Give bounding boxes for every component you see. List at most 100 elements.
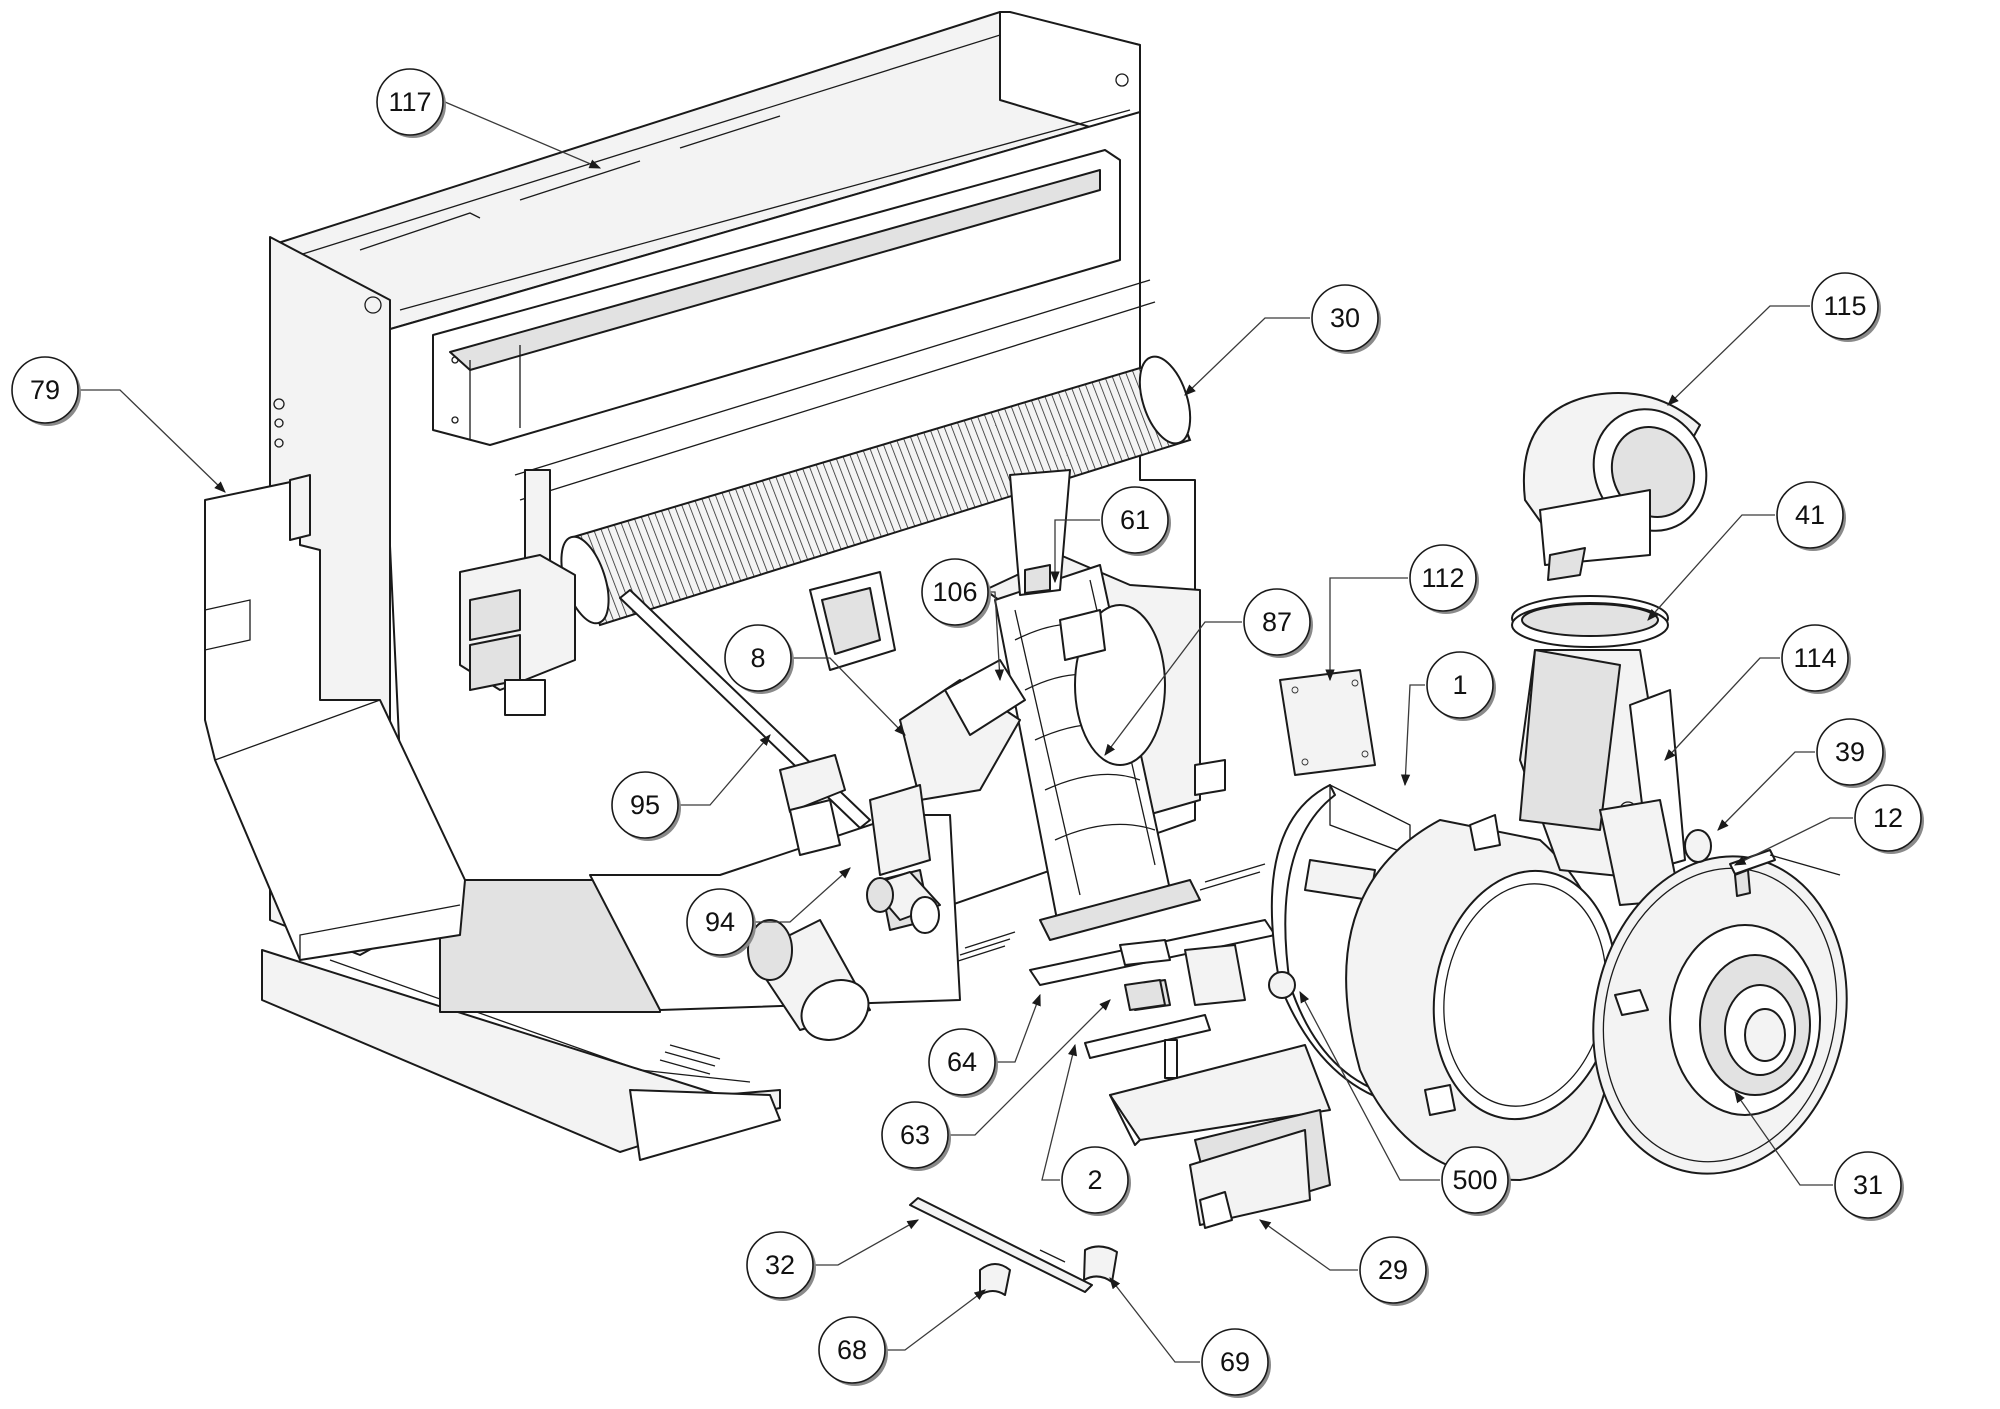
- leader-line: [1259, 1219, 1358, 1271]
- clamp-ring: [1511, 595, 1669, 648]
- callout-79: 79: [11, 356, 226, 493]
- callout-label: 114: [1793, 643, 1836, 673]
- callout-label: 1: [1452, 670, 1467, 700]
- callout-bubble: [376, 68, 444, 136]
- callout-41: 41: [1647, 481, 1846, 621]
- callout-69: 69: [1109, 1277, 1271, 1398]
- leader-line: [950, 999, 1111, 1136]
- callout-bubble: [921, 558, 989, 626]
- small-cylinder: [866, 871, 941, 934]
- callout-label: 500: [1452, 1165, 1497, 1195]
- callout-112: 112: [1325, 544, 1479, 682]
- callout-label: 61: [1120, 505, 1150, 535]
- callout-bubble: [881, 1101, 949, 1169]
- callout-bubble: [818, 1316, 886, 1384]
- callout-bubble: [1441, 1146, 1509, 1214]
- callout-64: 64: [928, 993, 1041, 1098]
- callout-61: 61: [1050, 486, 1171, 584]
- callout-bubble: [11, 356, 79, 424]
- callout-label: 41: [1795, 500, 1825, 530]
- leader-line: [1325, 577, 1408, 682]
- callout-bubble: [1061, 1146, 1129, 1214]
- callout-label: 69: [1220, 1347, 1250, 1377]
- leader-line: [815, 1219, 920, 1266]
- ball: [1268, 971, 1296, 999]
- callout-label: 12: [1873, 803, 1903, 833]
- leader-line: [1050, 519, 1100, 584]
- callout-label: 31: [1853, 1170, 1883, 1200]
- sensor-bracket: [1194, 759, 1226, 796]
- callout-bubble: [1811, 272, 1879, 340]
- inspection-window: [809, 571, 896, 671]
- half-shell-69: [1083, 1245, 1118, 1283]
- callout-label: 64: [947, 1047, 977, 1077]
- callout-label: 63: [900, 1120, 930, 1150]
- key-block: [1124, 979, 1166, 1011]
- callout-label: 30: [1330, 303, 1360, 333]
- callout-2: 2: [1041, 1043, 1131, 1216]
- callout-bubble: [1816, 718, 1884, 786]
- callout-bubble: [1426, 651, 1494, 719]
- callout-87: 87: [1104, 588, 1313, 756]
- leader-line: [444, 101, 602, 169]
- callout-bubble: [1359, 1236, 1427, 1304]
- callout-63: 63: [881, 999, 1111, 1171]
- probe: [1729, 849, 1841, 897]
- leader-line: [1184, 317, 1310, 396]
- callout-bubble: [724, 624, 792, 692]
- callout-68: 68: [818, 1289, 986, 1386]
- leader-line: [80, 389, 226, 493]
- callout-label: 112: [1421, 563, 1464, 593]
- finned-tube: [514, 279, 1192, 627]
- burner-head: [1592, 855, 1848, 1175]
- side-cover: [204, 474, 466, 961]
- callout-label: 8: [750, 643, 765, 673]
- flue-elbow: [1522, 392, 1708, 581]
- callout-bubble: [1776, 481, 1844, 549]
- leader-line: [1717, 751, 1815, 831]
- sight-glass: [1684, 829, 1712, 863]
- callout-1: 1: [1400, 651, 1496, 787]
- callout-label: 95: [630, 790, 660, 820]
- callout-bubble: [1101, 486, 1169, 554]
- callout-31: 31: [1734, 1091, 1904, 1221]
- leader-line: [1041, 1043, 1078, 1181]
- callout-label: 94: [705, 907, 735, 937]
- callout-106: 106: [921, 558, 1005, 682]
- callout-114: 114: [1664, 624, 1851, 761]
- callout-bubble: [1311, 284, 1379, 352]
- callout-bubble: [611, 771, 679, 839]
- leader-line: [1647, 514, 1775, 621]
- callout-115: 115: [1667, 272, 1881, 406]
- callout-39: 39: [1717, 718, 1886, 831]
- leader-line: [793, 657, 906, 736]
- leader-line: [1664, 657, 1780, 761]
- callout-bubble: [746, 1231, 814, 1299]
- callout-label: 79: [30, 375, 60, 405]
- leader-line: [887, 1289, 986, 1351]
- callout-label: 68: [837, 1335, 867, 1365]
- auger-chute: [984, 554, 1201, 941]
- leader-line: [1734, 1091, 1833, 1186]
- leader-line: [1733, 817, 1853, 866]
- leader-line: [1299, 990, 1440, 1181]
- callout-12: 12: [1733, 784, 1924, 866]
- callout-bubble: [1409, 544, 1477, 612]
- callout-label: 32: [765, 1250, 795, 1280]
- callout-95: 95: [611, 734, 771, 841]
- leader-line: [755, 867, 851, 923]
- leader-line: [1109, 1277, 1200, 1363]
- leader-line: [1104, 621, 1242, 756]
- callout-94: 94: [686, 867, 851, 958]
- gearmotor: [1109, 1039, 1331, 1229]
- shaft: [909, 1197, 1093, 1293]
- callout-29: 29: [1259, 1219, 1429, 1306]
- callout-label: 115: [1823, 291, 1866, 321]
- callout-label: 117: [388, 87, 431, 117]
- callout-117: 117: [376, 68, 602, 169]
- upper-tray: [432, 149, 1121, 446]
- scraper-blade: [1084, 1014, 1211, 1059]
- tube-bracket: [1009, 469, 1071, 596]
- stay-rod: [619, 589, 871, 829]
